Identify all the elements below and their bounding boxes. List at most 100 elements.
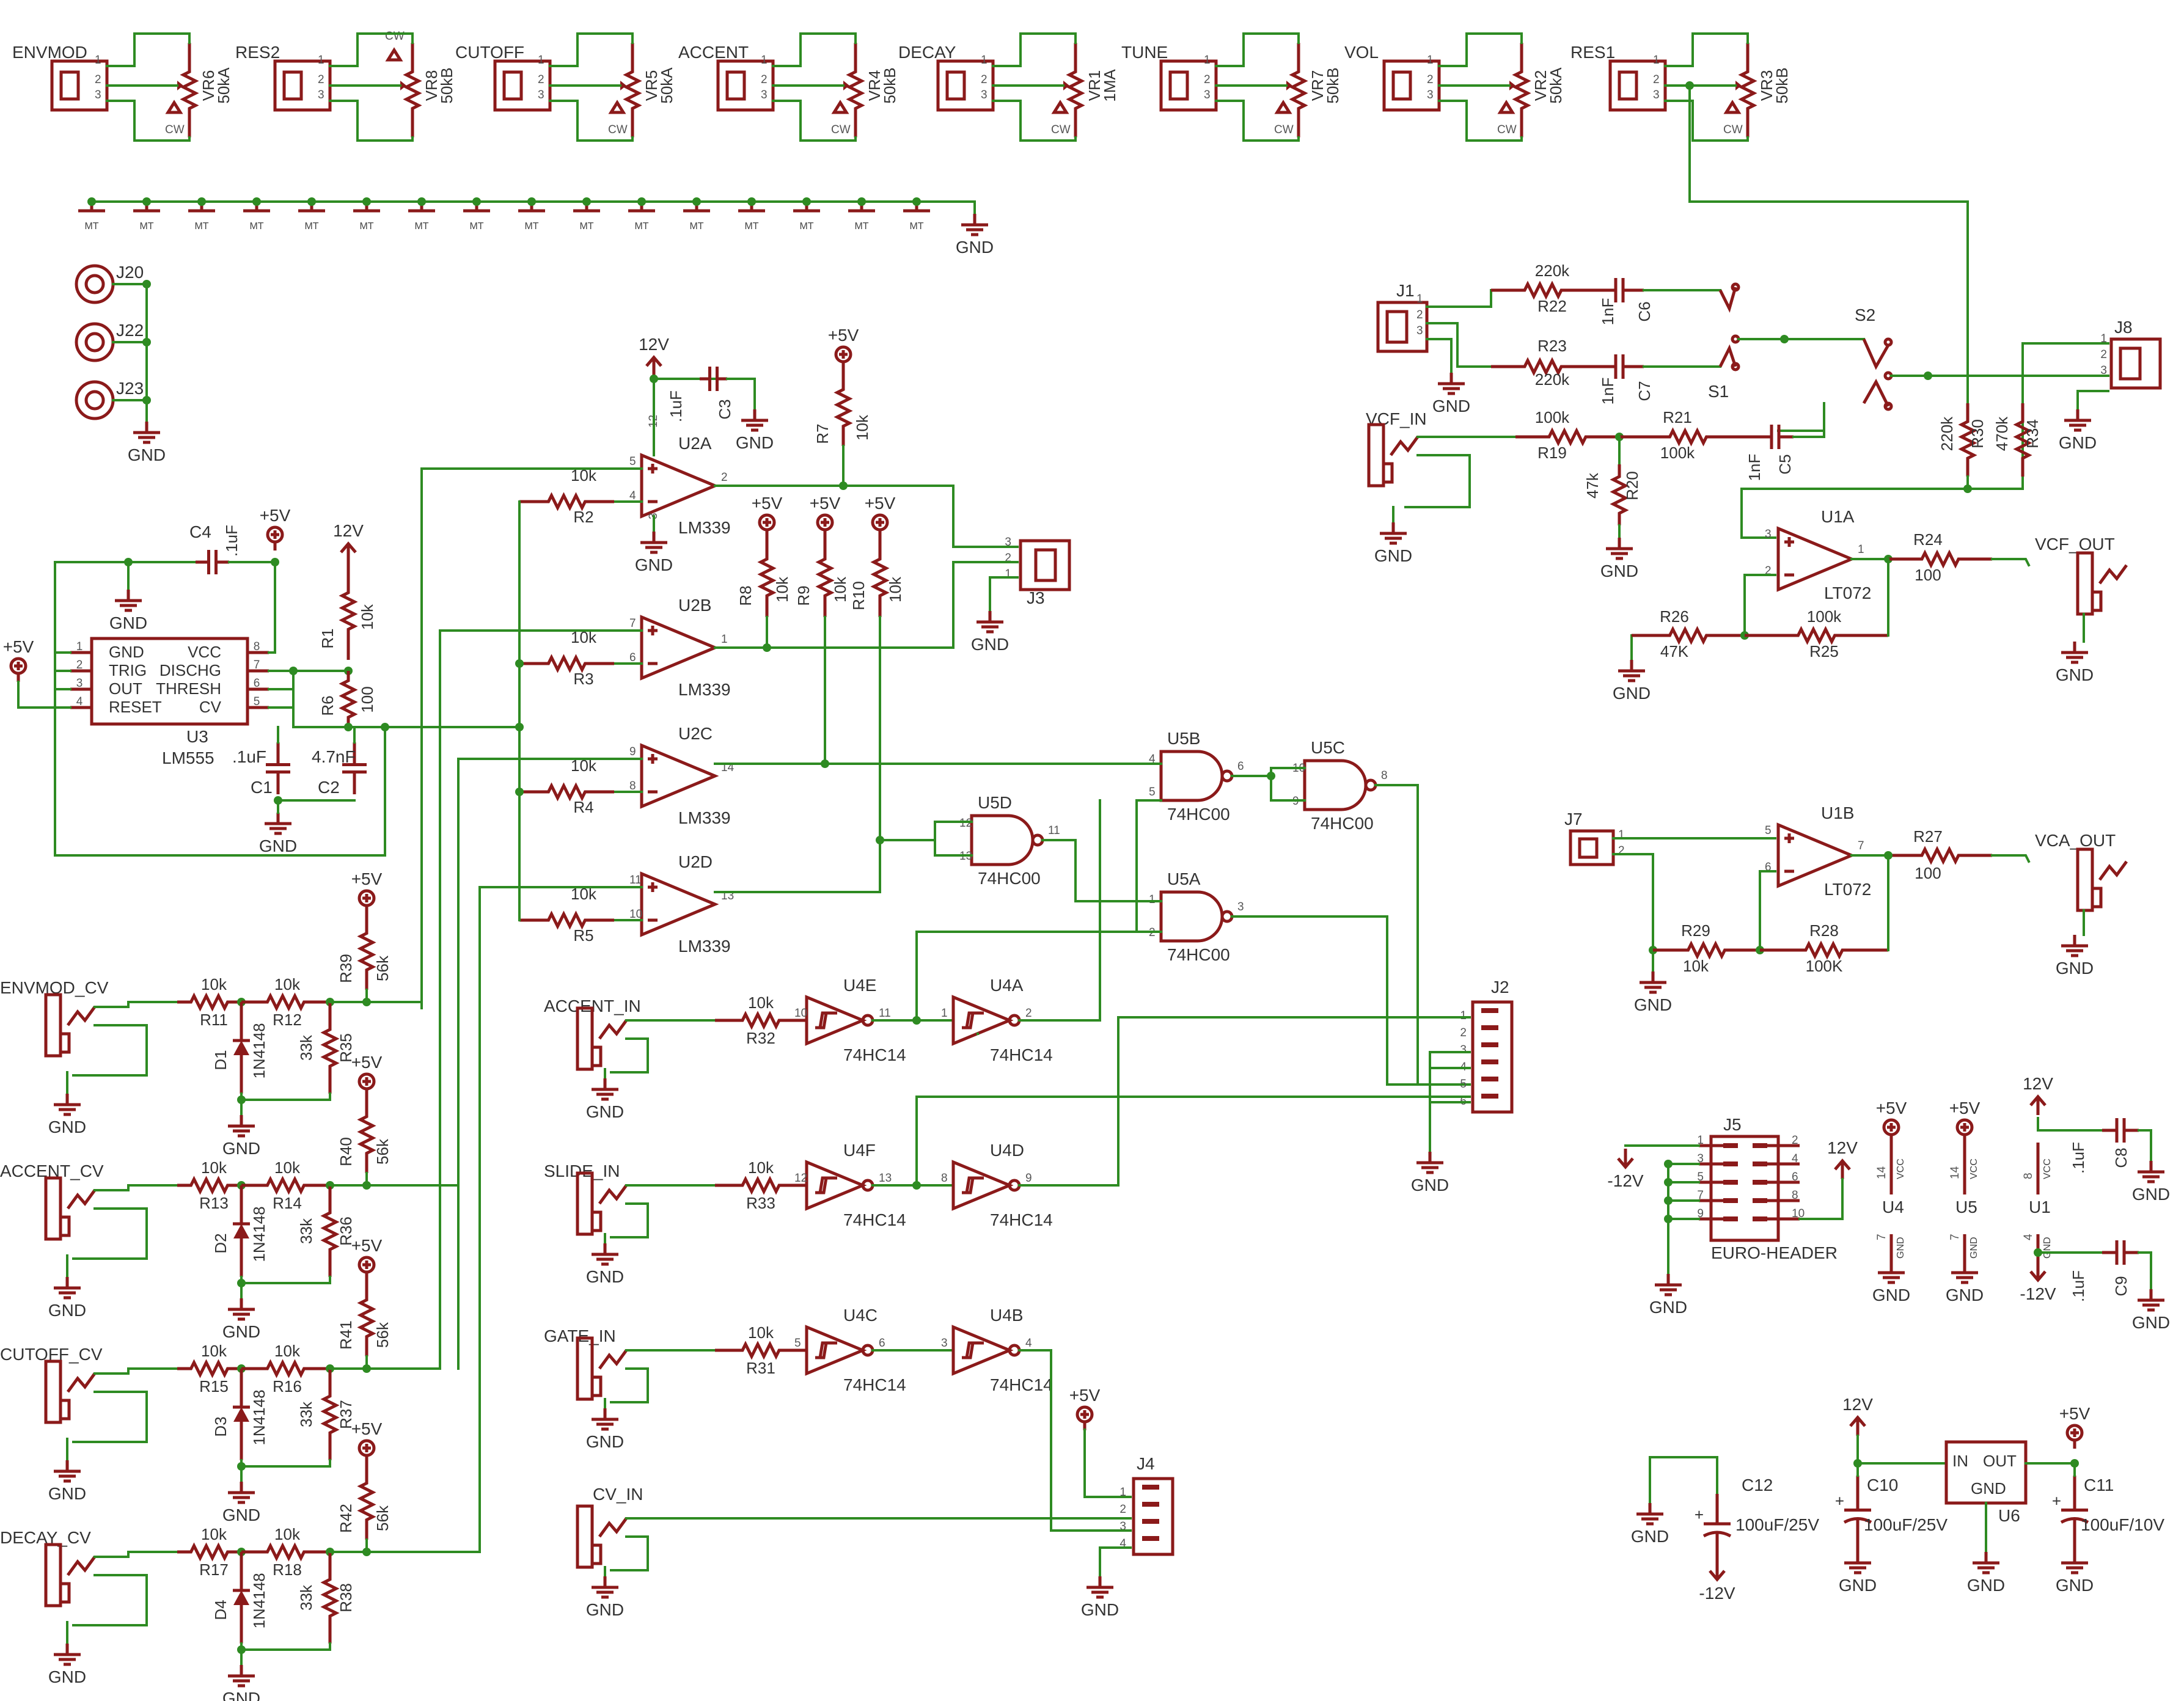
plus5v-supply: +5V — [865, 494, 896, 538]
resistor-value: 220k — [1938, 416, 1956, 451]
pot-track — [623, 43, 642, 137]
jack-name: VCF_OUT — [2035, 535, 2115, 554]
pin-number: 1 — [1858, 543, 1864, 556]
mt-label: MT — [744, 221, 758, 232]
pot-ref: VR3 — [1757, 70, 1776, 101]
resistor-value: 56k — [373, 955, 392, 981]
ground-symbol: GND — [971, 611, 1009, 654]
resistor-body — [320, 1369, 340, 1460]
inversion-bubble — [861, 1179, 874, 1192]
inversion-bubble — [1008, 1344, 1021, 1357]
wire-78 — [879, 821, 973, 841]
resistor-ref: R8 — [736, 585, 755, 605]
pot-value: 50kA — [658, 67, 676, 104]
wire-115 — [1083, 1428, 1132, 1498]
resistor-body — [1632, 626, 1745, 645]
mounting-hole: MT — [683, 202, 710, 232]
ic-ref: U2C — [678, 724, 713, 743]
cap-ref: C8 — [2112, 1147, 2130, 1168]
pot-value: 1MA — [1101, 69, 1119, 102]
wiper-arrow — [400, 81, 406, 90]
resistor-ref: R15 — [199, 1377, 229, 1396]
cap-value: 100uF/10V — [2081, 1515, 2164, 1534]
pin-number: 1 — [1427, 54, 1434, 67]
header-pin — [1723, 1143, 1738, 1148]
ground-symbol: GND — [1634, 971, 1672, 1014]
ic-ref: U2A — [678, 434, 712, 453]
ic-part: LT072 — [1824, 583, 1871, 602]
pin-number: 7 — [1697, 1189, 1704, 1202]
jack-sleeve — [590, 1045, 603, 1067]
pin-number: 12 — [794, 1172, 807, 1185]
wire-157 — [1777, 402, 1825, 432]
pot-connector-slot — [59, 70, 80, 101]
header-pin — [1753, 1216, 1767, 1221]
header-pin — [1481, 1008, 1498, 1013]
resistor-body — [357, 1280, 376, 1356]
resistor-body — [1888, 846, 1992, 865]
header-pin — [1753, 1143, 1767, 1148]
pin-number: 8 — [254, 640, 260, 653]
wire-191 — [1798, 1178, 1844, 1220]
cap-value: .1uF — [667, 390, 685, 422]
hysteresis-mark — [965, 1011, 980, 1028]
junction-dot — [1664, 1196, 1673, 1205]
resistor-body — [357, 1097, 376, 1173]
pin-label: TRIG — [109, 661, 147, 679]
resistor-ref: R20 — [1623, 471, 1641, 500]
wire-84 — [1231, 915, 1471, 1086]
resistor-body — [357, 1463, 376, 1540]
hysteresis-mark — [818, 1011, 834, 1028]
resistor-value: 10k — [201, 1342, 227, 1360]
resistor-body — [177, 1359, 241, 1378]
diode-d1 — [233, 1002, 250, 1094]
pin-label: GND — [109, 643, 144, 661]
resistor-body — [519, 782, 614, 802]
pin-number: 12 — [959, 817, 972, 830]
ground-symbol: GND — [956, 214, 994, 257]
jack-ring — [75, 380, 115, 420]
pot-connector-slot — [282, 70, 303, 101]
plus5v-supply: +5V — [752, 494, 783, 538]
jack-sleeve — [2091, 590, 2103, 612]
cap-ref: C12 — [1742, 1476, 1773, 1494]
ground-label: GND — [2059, 433, 2097, 452]
plus12v-supply: 12V — [639, 335, 669, 376]
pin-number: 2 — [76, 659, 83, 671]
resistor-r16 — [241, 1359, 330, 1378]
pin-number: 3 — [941, 1337, 948, 1350]
ground-label: GND — [48, 1301, 86, 1320]
resistor-ref: R2 — [573, 508, 593, 526]
resistor-value: 56k — [373, 1505, 392, 1531]
resistor-body — [177, 1176, 241, 1195]
wire-150 — [1426, 289, 1492, 308]
jack-tip — [66, 1372, 97, 1393]
wire-26 — [922, 200, 976, 215]
resistor-ref: R6 — [318, 695, 337, 715]
mt-label: MT — [579, 221, 593, 232]
resistor-value: 470k — [1993, 416, 2011, 451]
plus5v-supply: +5V — [1876, 1099, 1907, 1143]
cap-value: 100uF/25V — [1864, 1515, 1948, 1534]
pot-connector-slot — [1168, 70, 1189, 101]
resistor-value: 100 — [358, 686, 376, 712]
resistor-r32 — [715, 1011, 807, 1030]
plus12v-supply: 12V — [2023, 1074, 2053, 1115]
capacitor-c7 — [1595, 354, 1644, 379]
resistor-body — [519, 654, 614, 673]
jack-envmod-cv — [44, 993, 97, 1058]
hysteresis-mark — [962, 1011, 984, 1030]
ground-symbol: GND — [1600, 538, 1638, 580]
junction-dot — [1884, 851, 1893, 860]
ground-symbol: GND — [1872, 1262, 1910, 1304]
ground-symbol: GND — [586, 1078, 624, 1121]
pin-number: 3 — [1765, 528, 1772, 541]
wire-182 — [1759, 870, 1776, 951]
wire-34 — [228, 561, 276, 654]
resistor-r11 — [177, 992, 241, 1012]
cw-label: CW — [1497, 123, 1517, 136]
wire-71 — [989, 576, 1019, 612]
